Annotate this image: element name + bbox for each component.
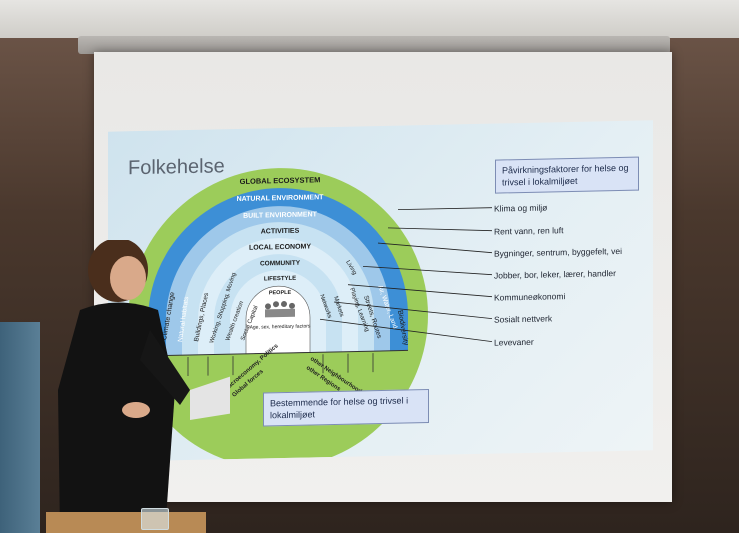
diagram-baseline <box>148 349 408 357</box>
presentation-slide: Folkehelse GLOBAL ECOSYSTEM NATURAL ENVI… <box>108 120 653 462</box>
box-influencing-factors: Påvirkningsfaktorer for helse og trivsel… <box>495 156 639 194</box>
table <box>46 512 206 533</box>
pointer-lines <box>319 207 493 343</box>
podium <box>0 322 40 533</box>
label-economy: Kommuneøkonomi <box>494 291 566 303</box>
box-determinants: Bestemmende for helse og trivsel i lokal… <box>263 388 429 427</box>
ring-title-activities: ACTIVITIES <box>261 228 300 236</box>
core-label: Age, sex, hereditary factors <box>250 323 311 330</box>
projector-screen-housing <box>78 36 670 54</box>
ring-title-community: COMMUNITY <box>260 260 301 268</box>
label-lifestyle: Levevaner <box>494 336 534 348</box>
ceiling <box>0 0 739 38</box>
arrow-icons <box>187 353 374 377</box>
ring-title-built: BUILT ENVIRONMENT <box>243 211 317 220</box>
ring-title-local-economy: LOCAL ECONOMY <box>249 243 311 251</box>
health-determinants-diagram: GLOBAL ECOSYSTEM NATURAL ENVIRONMENT BUI… <box>128 168 493 462</box>
label-social-network: Sosialt nettverk <box>494 313 553 325</box>
ring-people <box>245 285 311 355</box>
label-clean-water: Rent vann, ren luft <box>494 225 564 237</box>
label-climate: Klima og miljø <box>494 202 548 214</box>
presenter <box>58 240 230 533</box>
ring-title-people: PEOPLE <box>269 290 292 296</box>
ring-title-natural: NATURAL ENVIRONMENT <box>237 194 325 203</box>
ring-title-global: GLOBAL ECOSYSTEM <box>240 175 321 186</box>
ring-title-lifestyle: LIFESTYLE <box>264 276 296 283</box>
water-glass <box>141 508 169 530</box>
people-figures-icon <box>265 301 295 318</box>
